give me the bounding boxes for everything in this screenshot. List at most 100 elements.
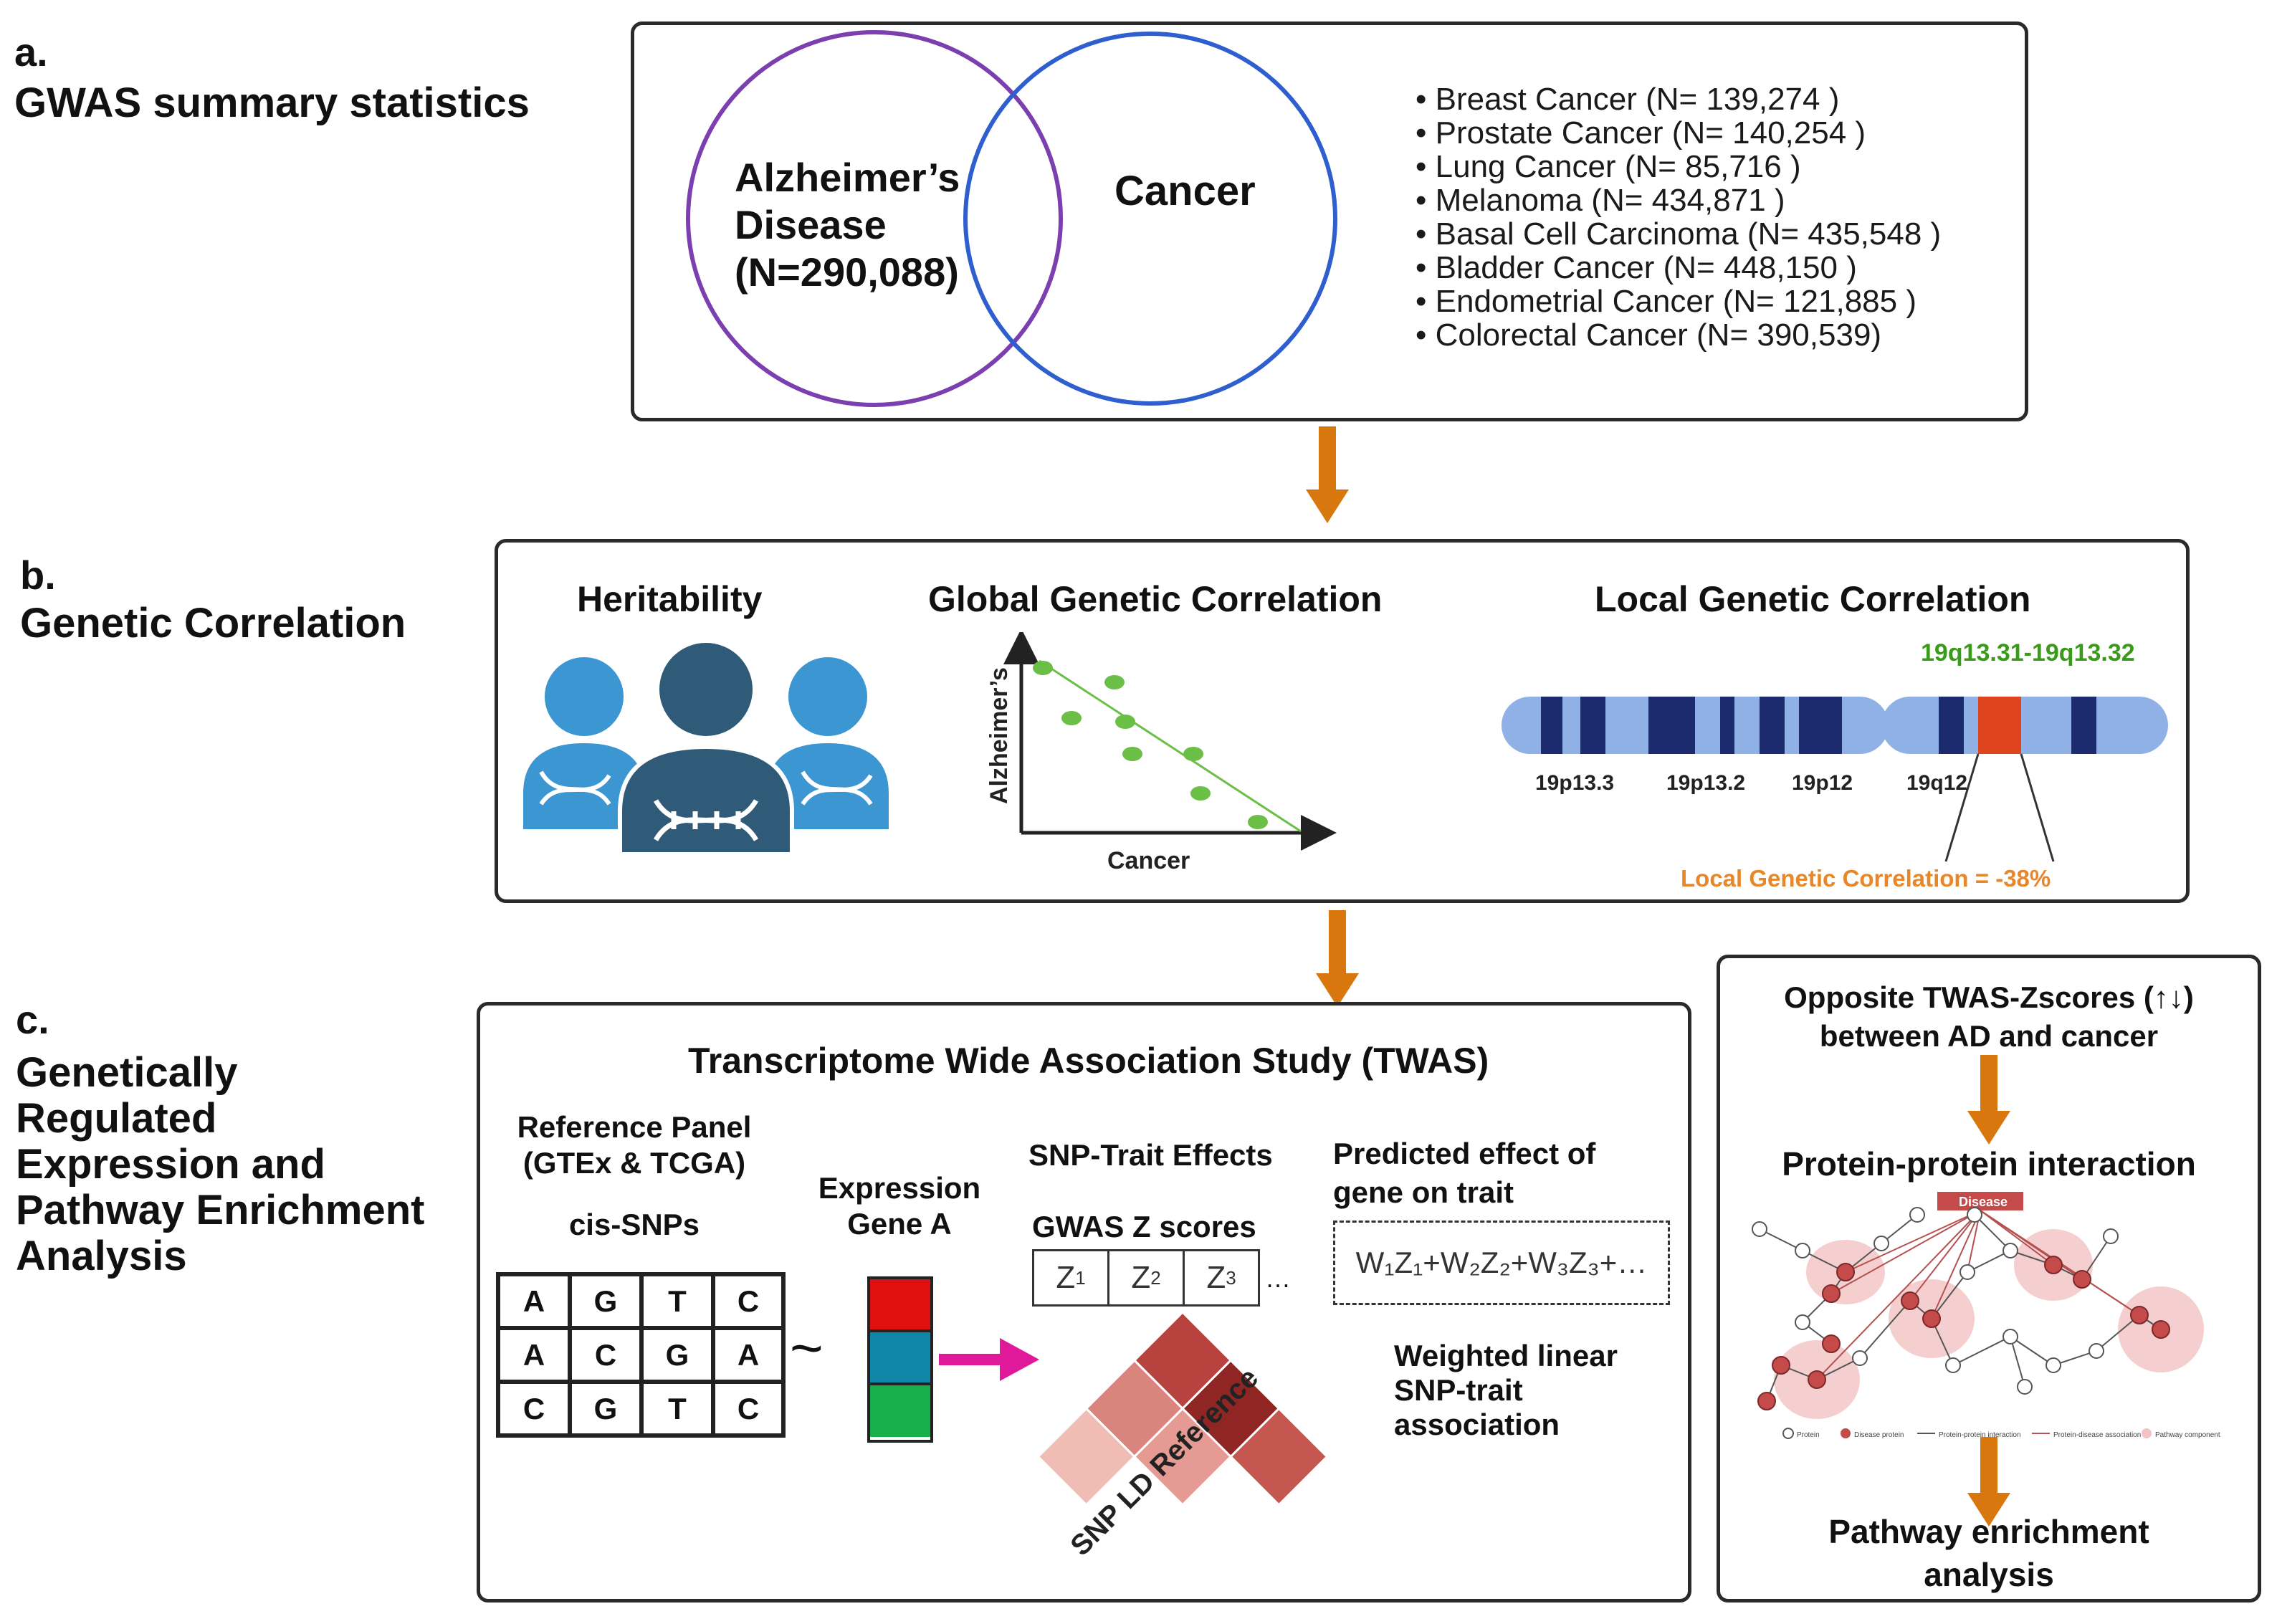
gwas-panel: Alzheimer’s Disease (N=290,088) Cancer B… (631, 22, 2028, 421)
disease-protein-node (1772, 1356, 1790, 1375)
disease-protein-node (1757, 1392, 1776, 1410)
weighted-formula-box: W₁Z₁+W₂Z₂+W₃Z₃+… (1333, 1221, 1670, 1305)
snp-cell: T (641, 1382, 713, 1436)
venn-diagram (686, 30, 1337, 407)
expression-label: Expression Gene A (818, 1171, 981, 1241)
svg-text:Disease protein: Disease protein (1854, 1431, 1904, 1439)
gwas-z-label: GWAS Z scores (1032, 1210, 1256, 1243)
svg-text:Pathway component: Pathway component (2155, 1431, 2220, 1439)
data-point (1104, 675, 1125, 689)
snp-trait-label: SNP-Trait Effects (1028, 1138, 1273, 1172)
cancer-circle (963, 32, 1337, 406)
heritability-title: Heritability (577, 579, 763, 619)
scatter-points (1033, 661, 1268, 829)
alzheimers-label: Alzheimer’s Disease (N=290,088) (735, 155, 960, 295)
disease-protein-node (2130, 1306, 2149, 1324)
disease-label: Disease (1959, 1195, 2008, 1209)
protein-node (2089, 1343, 2104, 1359)
q-arm (1881, 697, 2168, 754)
data-point (1190, 786, 1211, 801)
reference-panel-label: Reference Panel (GTEx & TCGA) (517, 1110, 752, 1180)
data-point (1115, 715, 1135, 729)
protein-node (1959, 1264, 1975, 1280)
protein-node (2002, 1243, 2018, 1258)
twas-panel: Transcriptome Wide Association Study (TW… (477, 1002, 1691, 1602)
ppi-network: Disease (1752, 1192, 2220, 1439)
snp-cell: A (498, 1328, 570, 1382)
ppi-legend: Protein Disease protein Protein-protein … (1782, 1428, 2220, 1439)
protein-node (1967, 1207, 1982, 1223)
data-point (1183, 747, 1203, 761)
local-correlation-value: Local Genetic Correlation = -38% (1681, 865, 2051, 887)
disease-protein-node (1822, 1284, 1841, 1303)
snp-cell: A (713, 1328, 783, 1382)
tilde-symbol: ~ (790, 1316, 824, 1380)
snp-cell: C (713, 1274, 783, 1328)
expression-segment-blue (870, 1332, 930, 1385)
svg-text:Protein-protein interaction: Protein-protein interaction (1939, 1431, 2021, 1439)
svg-text:Protein-disease association: Protein-disease association (2053, 1431, 2141, 1439)
genetic-correlation-panel: Heritability Global Genetic Correlation (495, 539, 2190, 903)
protein-node (1752, 1221, 1767, 1237)
protein-node (1795, 1314, 1810, 1330)
list-item: Lung Cancer (N= 85,716 ) (1416, 150, 1941, 183)
pathway-enrichment-label: Pathway enrichment analysis (1828, 1513, 2149, 1593)
section-c-letter: c. (16, 997, 49, 1042)
arrow-b-to-c (1316, 910, 1359, 1007)
region-label: 19q13.31-19q13.32 (1921, 639, 2135, 667)
weighted-linear-label: Weighted linear SNP-trait association (1394, 1339, 1618, 1441)
list-item: Breast Cancer (N= 139,274 ) (1416, 82, 1941, 116)
data-point (1122, 747, 1142, 761)
disease-protein-node (1808, 1370, 1826, 1389)
snp-cell: A (498, 1274, 570, 1328)
band-label: 19q12 (1906, 771, 1967, 795)
list-item: Melanoma (N= 434,871 ) (1416, 183, 1941, 217)
list-item: Endometrial Cancer (N= 121,885 ) (1416, 285, 1941, 318)
snp-cell: C (713, 1382, 783, 1436)
protein-node (1945, 1357, 1961, 1373)
ppi-label: Protein-protein interaction (1782, 1145, 2196, 1183)
global-correlation-title: Global Genetic Correlation (928, 579, 1383, 619)
disease-protein-node (1822, 1334, 1841, 1353)
section-a-title: GWAS summary statistics (14, 80, 530, 126)
alzheimers-circle (686, 30, 1063, 407)
band-label: 19p13.2 (1666, 771, 1745, 795)
expression-bar (867, 1276, 933, 1443)
pathway-panel: Opposite TWAS-Zscores (↑↓) between AD an… (1717, 955, 2261, 1602)
ld-heatmap: SNP LD Reference (1036, 1310, 1329, 1562)
snp-cell: T (641, 1274, 713, 1328)
disease-protein-node (2152, 1320, 2170, 1339)
cancer-gwas-list: Breast Cancer (N= 139,274 ) Prostate Can… (1416, 82, 1942, 352)
disease-protein-node (2044, 1256, 2063, 1274)
protein-node (1909, 1207, 1925, 1223)
protein-node (2017, 1379, 2033, 1395)
protein-node (2046, 1357, 2061, 1373)
section-c-title: Genetically Regulated Expression and Pat… (16, 1049, 425, 1279)
protein-node (1795, 1243, 1810, 1258)
opposite-zscores-label: Opposite TWAS-Zscores (↑↓) between AD an… (1784, 980, 2194, 1053)
list-item: Colorectal Cancer (N= 390,539) (1416, 318, 1941, 352)
section-b-letter: b. (20, 553, 56, 598)
list-item: Prostate Cancer (N= 140,254 ) (1416, 116, 1941, 150)
section-a-letter: a. (14, 29, 48, 75)
list-item: Basal Cell Carcinoma (N= 435,548 ) (1416, 217, 1942, 251)
y-axis-label: Alzheimer’s (985, 667, 1013, 804)
trend-line (1039, 659, 1302, 833)
weighted-formula: W₁Z₁+W₂Z₂+W₃Z₃+… (1355, 1246, 1648, 1279)
people-dna-icon (523, 639, 889, 854)
disease-box (1937, 1192, 2023, 1210)
data-point (1248, 815, 1268, 829)
arrow-to-ppi (1967, 1055, 2010, 1145)
local-correlation-title: Local Genetic Correlation (1595, 579, 2031, 619)
arrow-to-pathway (1967, 1437, 2010, 1527)
cancer-label: Cancer (1114, 168, 1256, 214)
chromosome-19-ideogram: 19q13.31-19q13.32 19p13.3 19p13.2 19p12 … (1502, 639, 2168, 887)
snp-grid: A G T C A C G A C G T C (496, 1272, 786, 1438)
data-point (1033, 661, 1053, 675)
magenta-arrow (939, 1338, 1039, 1381)
disease-protein-node (2073, 1270, 2091, 1289)
arrow-a-to-b (1306, 426, 1349, 523)
